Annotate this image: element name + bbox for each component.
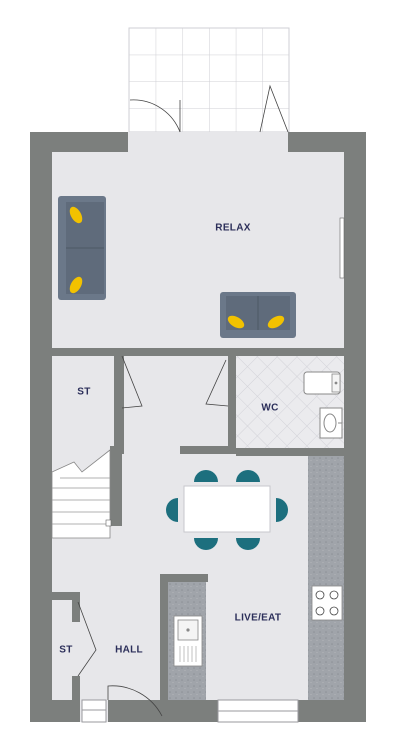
room-label-store-upper: ST — [77, 386, 91, 398]
window-lower — [217, 699, 299, 723]
internal-walls — [52, 348, 344, 700]
room-label-relax: RELAX — [215, 222, 251, 234]
door-swing-icon — [77, 355, 229, 677]
basin-icon — [319, 407, 343, 439]
door-swing-icon — [129, 84, 289, 133]
room-label-wc: WC — [261, 402, 279, 414]
room-label-store-lower: ST — [59, 644, 73, 656]
room-label-live-eat: LIVE/EAT — [234, 612, 282, 624]
sink-icon — [173, 615, 203, 667]
worktop-left — [168, 582, 206, 700]
terrace — [128, 27, 290, 133]
sofa-icon — [58, 196, 106, 300]
side-window — [339, 217, 345, 279]
room-label-hall: HALL — [115, 644, 143, 656]
staircase-icon — [51, 449, 112, 539]
dining-table-icon — [183, 485, 271, 533]
dining-set — [166, 470, 288, 550]
sofa-icon — [220, 292, 296, 338]
chair-icon — [166, 470, 288, 550]
hob-icon — [311, 585, 343, 621]
toilet-icon — [303, 371, 341, 395]
front-door — [81, 685, 163, 723]
worktop-right — [308, 456, 344, 700]
